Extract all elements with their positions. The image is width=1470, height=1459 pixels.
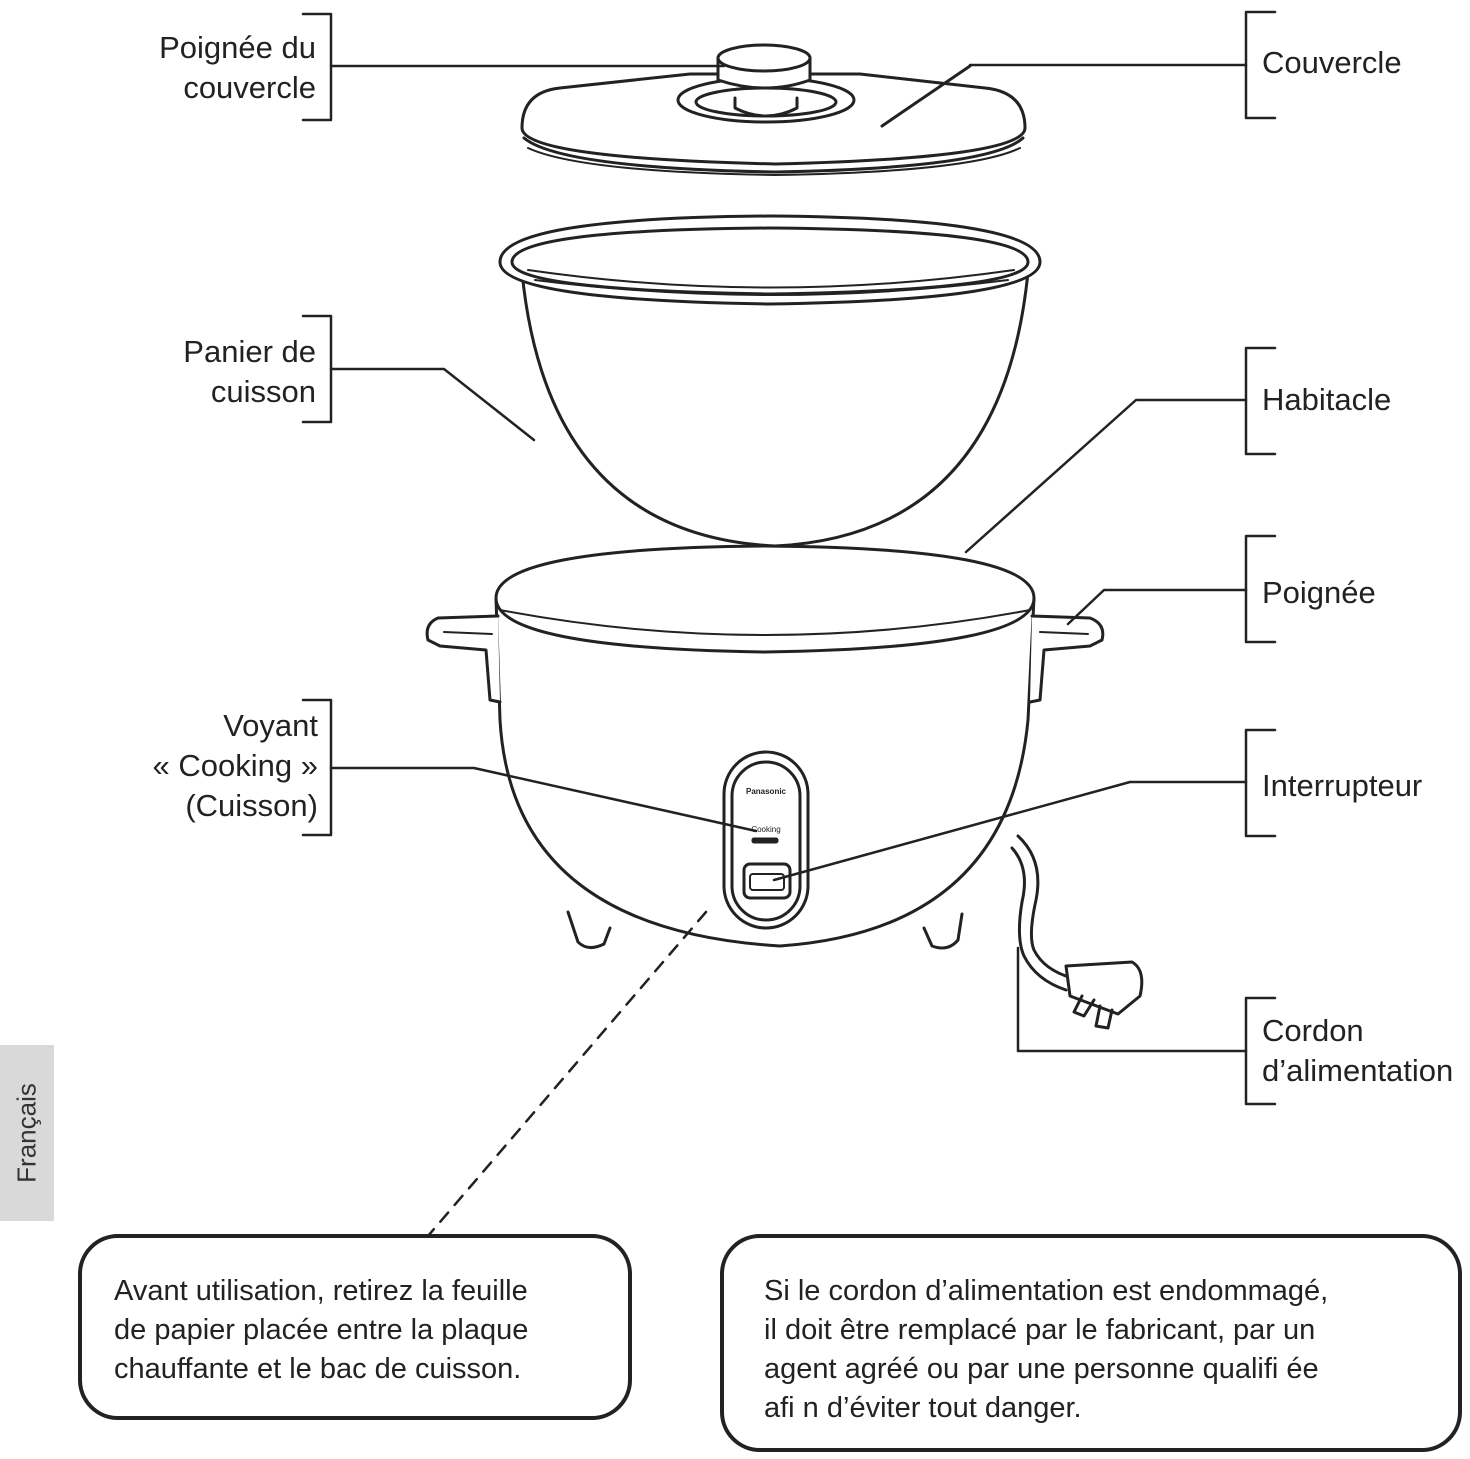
label-body: Habitacle (1262, 382, 1392, 417)
leader-lines (301, 10, 1277, 1238)
label-inner-pan: Panier de cuisson (183, 334, 316, 409)
label-lid-knob: Poignée du couvercle (159, 30, 316, 105)
inner-pan-drawing (498, 214, 1042, 548)
lid-drawing (520, 43, 1027, 176)
panel-lamp-text: Cooking (751, 825, 780, 834)
panel-brand-text: Panasonic (746, 787, 787, 796)
label-power-cord: Cordon d’alimentation (1262, 1013, 1454, 1088)
label-switch: Interrupteur (1262, 768, 1423, 803)
label-handle: Poignée (1262, 575, 1376, 610)
cooker-body-drawing (425, 544, 1144, 1030)
language-tab: Français (0, 1045, 54, 1221)
note-cord-warning: Si le cordon d’alimentation est endommag… (720, 1234, 1462, 1452)
language-tab-label: Français (11, 1083, 42, 1183)
note-remove-paper: Avant utilisation, retirez la feuille de… (78, 1234, 632, 1420)
label-lid: Couvercle (1262, 45, 1402, 80)
label-cooking-lamp: Voyant « Cooking » (Cuisson) (152, 708, 318, 823)
